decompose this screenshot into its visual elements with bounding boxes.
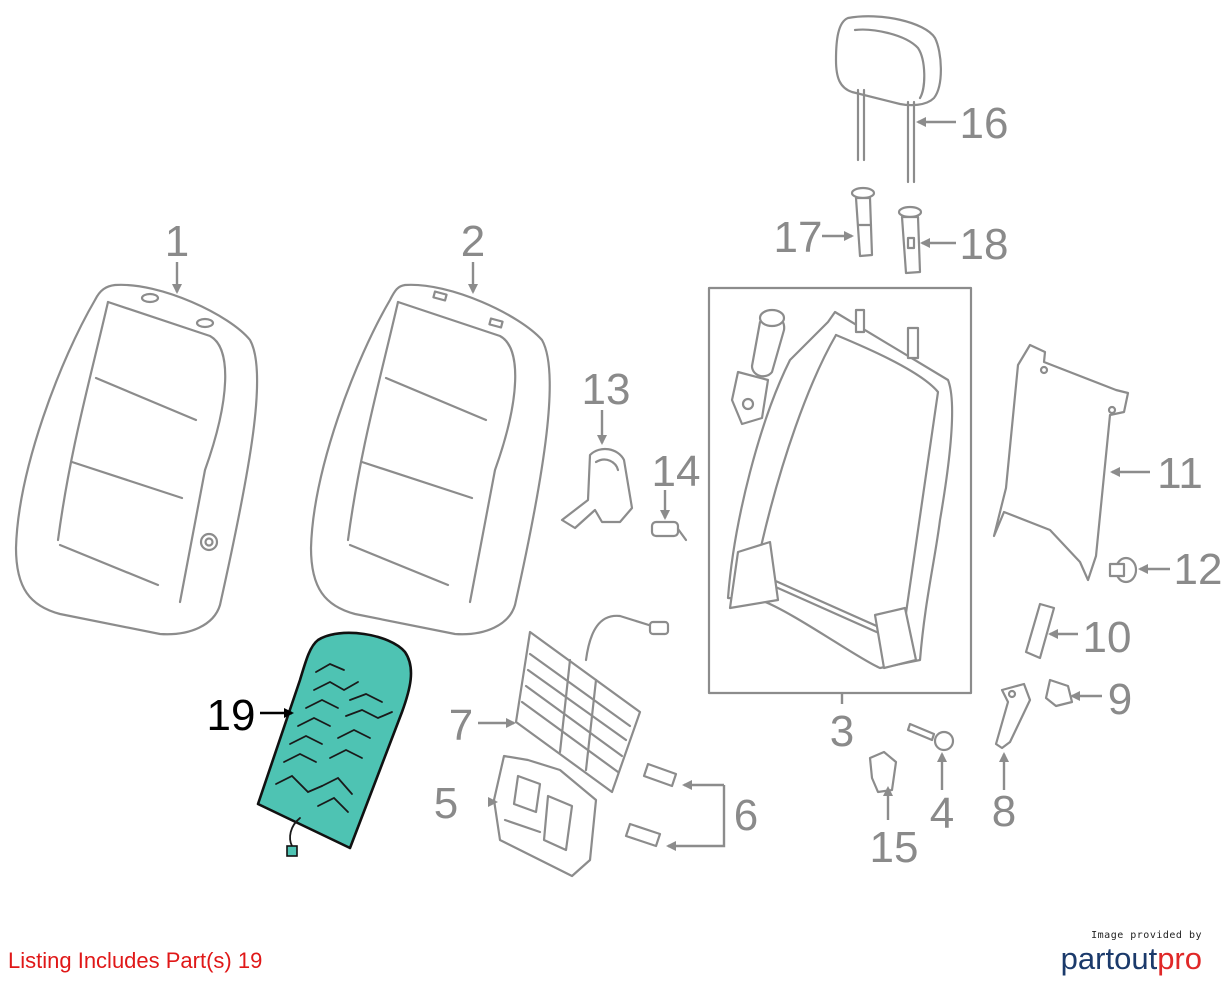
callout-12: 12 [1174, 545, 1223, 594]
logo-text-part1: partout [1060, 941, 1158, 976]
callout-9: 9 [1108, 675, 1132, 724]
callout-1: 1 [165, 217, 189, 266]
part-15-clip [868, 750, 898, 794]
callout-14: 14 [652, 447, 701, 496]
part-10-cover [1024, 602, 1056, 660]
callout-4: 4 [930, 789, 954, 838]
part-7-lumbar-support [514, 614, 670, 794]
logo-text-part2: pro [1157, 941, 1202, 976]
part-18-headrest-guide [897, 205, 923, 275]
part-14-pin [650, 520, 688, 542]
part-19-seat-heater-pad [256, 631, 413, 857]
callout-15: 15 [870, 823, 919, 872]
callout-arrows [172, 117, 1170, 851]
callout-13: 13 [582, 365, 631, 414]
credit-caption: Image provided by [1091, 930, 1202, 941]
callout-18: 18 [960, 220, 1009, 269]
listing-includes-text: Listing Includes Part(s) 19 [8, 948, 263, 973]
part-3-seat-back-frame [707, 286, 973, 695]
partoutpro-logo: partoutpro [1061, 943, 1202, 975]
part-2-seat-back-cover [309, 283, 551, 636]
part-5-mechanism-plate [492, 754, 598, 878]
callout-5: 5 [434, 779, 458, 828]
callout-19: 19 [207, 691, 256, 740]
callout-2: 2 [461, 217, 485, 266]
callout-16: 16 [960, 99, 1009, 148]
recliner-motor [730, 308, 786, 426]
part-17-headrest-guide [850, 186, 876, 258]
part-9-knob [1044, 678, 1074, 708]
callout-6: 6 [734, 791, 758, 840]
callout-10: 10 [1083, 613, 1132, 662]
callout-7: 7 [449, 701, 473, 750]
callout-3: 3 [830, 707, 854, 756]
part-12-clip [1108, 556, 1138, 584]
part-8-handle [994, 682, 1032, 750]
part-11-back-panel [992, 343, 1130, 582]
callout-11: 11 [1157, 449, 1203, 498]
part-16-headrest [834, 15, 942, 184]
callout-8: 8 [992, 787, 1016, 836]
part-13-recliner-cover [560, 447, 634, 530]
part-1-seat-back-cover [14, 283, 259, 636]
image-credit: Image provided by partoutpro [1061, 930, 1202, 975]
part-4-bolt [906, 722, 955, 752]
callout-17: 17 [774, 213, 823, 262]
part-6-connectors [624, 762, 678, 848]
